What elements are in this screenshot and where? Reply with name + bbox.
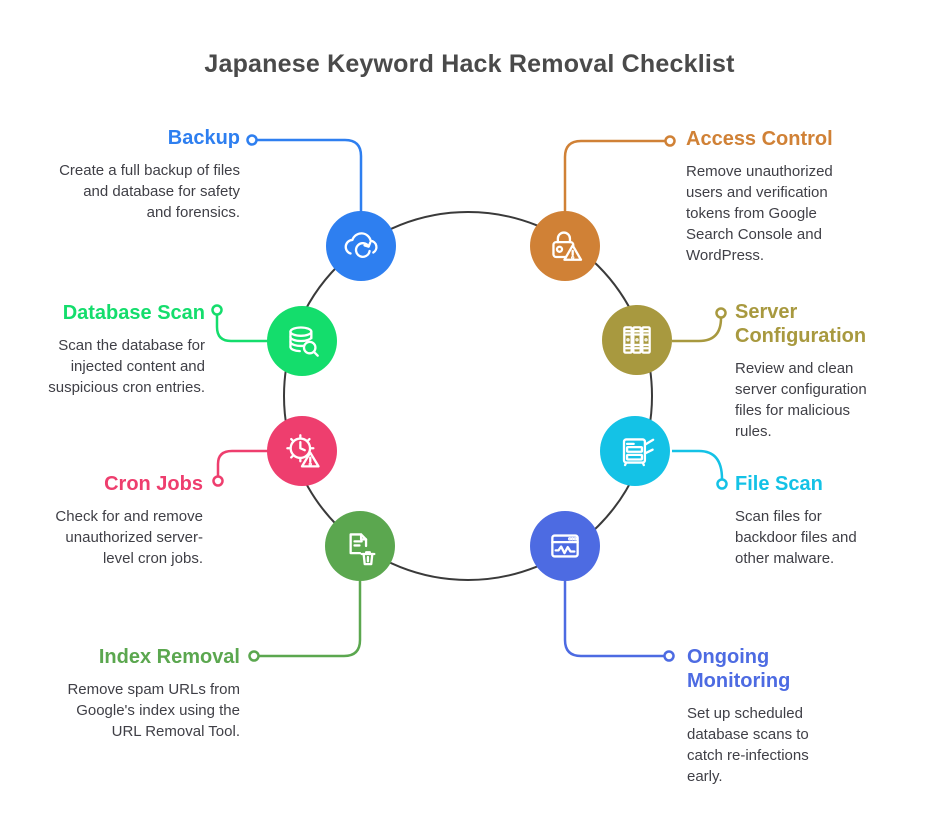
- item-description-database-scan: Scan the database for injected content a…: [48, 337, 205, 396]
- connector-endpoint-ongoing-monitoring: [663, 650, 675, 662]
- item-description-index-removal: Remove spam URLs from Google's index usi…: [67, 681, 240, 740]
- node-database-scan: [267, 306, 337, 376]
- item-label-index-removal: Index Removal: [98, 646, 240, 668]
- label-block-file-scan: File Scan Scan files for backdoor files …: [735, 472, 880, 569]
- connector-line-index-removal: [259, 581, 362, 658]
- connector-endpoint-access-control: [664, 135, 676, 147]
- page-title: Japanese Keyword Hack Removal Checklist: [204, 50, 735, 78]
- label-block-access-control: Access Control Remove unauthorized users…: [686, 127, 848, 266]
- connector-line-ongoing-monitoring: [563, 581, 664, 658]
- label-block-backup: Backup Create a full backup of files and…: [58, 126, 240, 223]
- document-trash-icon: [349, 533, 376, 566]
- database-search-icon: [289, 326, 319, 357]
- file-cabinet-scan-icon: [622, 438, 655, 467]
- item-label-database-scan: Database Scan: [62, 302, 205, 324]
- node-cron-jobs: [267, 416, 337, 486]
- item-label-file-scan: File Scan: [735, 473, 823, 495]
- item-label-cron-jobs: Cron Jobs: [104, 473, 203, 495]
- item-description-cron-jobs: Check for and remove unauthorized server…: [55, 508, 203, 567]
- monitor-pulse-icon: [551, 534, 579, 558]
- label-block-server-configuration: Server Configuration Review and clean se…: [735, 300, 890, 442]
- item-description-server-configuration: Review and clean server configuration fi…: [735, 360, 867, 440]
- server-rack-icon: [623, 326, 651, 354]
- cloud-sync-icon: [344, 232, 378, 258]
- gear-warning-icon: [286, 434, 320, 468]
- item-description-file-scan: Scan files for backdoor files and other …: [735, 508, 857, 567]
- main-ring: [283, 211, 653, 581]
- node-index-removal: [325, 511, 395, 581]
- label-block-index-removal: Index Removal Remove spam URLs from Goog…: [65, 645, 240, 742]
- node-ongoing-monitoring: [530, 511, 600, 581]
- connector-line-access-control: [563, 139, 666, 212]
- item-label-server-configuration: Server Configuration: [735, 301, 867, 347]
- item-description-backup: Create a full backup of files and databa…: [59, 162, 240, 221]
- item-description-ongoing-monitoring: Set up scheduled database scans to catch…: [687, 705, 809, 785]
- item-label-access-control: Access Control: [686, 128, 833, 150]
- label-block-ongoing-monitoring: Ongoing Monitoring Set up scheduled data…: [687, 645, 832, 787]
- label-block-database-scan: Database Scan Scan the database for inje…: [45, 301, 205, 398]
- item-label-backup: Backup: [167, 127, 240, 149]
- connector-endpoint-backup: [246, 134, 258, 146]
- connector-line-database-scan: [215, 315, 268, 343]
- node-access-control: [530, 211, 600, 281]
- item-label-ongoing-monitoring: Ongoing Monitoring: [687, 646, 791, 692]
- connector-line-backup: [257, 138, 363, 212]
- item-description-access-control: Remove unauthorized users and verificati…: [686, 163, 833, 264]
- connector-line-cron-jobs: [216, 449, 268, 476]
- connector-endpoint-server-configuration: [715, 307, 727, 319]
- lock-warning-icon: [552, 231, 583, 261]
- connector-endpoint-database-scan: [211, 304, 223, 316]
- node-server-configuration: [602, 305, 672, 375]
- label-block-cron-jobs: Cron Jobs Check for and remove unauthori…: [43, 472, 203, 569]
- node-backup: [326, 211, 396, 281]
- connector-endpoint-cron-jobs: [212, 475, 224, 487]
- node-file-scan: [600, 416, 670, 486]
- connector-line-server-configuration: [672, 317, 723, 343]
- connector-endpoint-file-scan: [716, 478, 728, 490]
- connector-endpoint-index-removal: [248, 650, 260, 662]
- connector-line-file-scan: [672, 449, 724, 480]
